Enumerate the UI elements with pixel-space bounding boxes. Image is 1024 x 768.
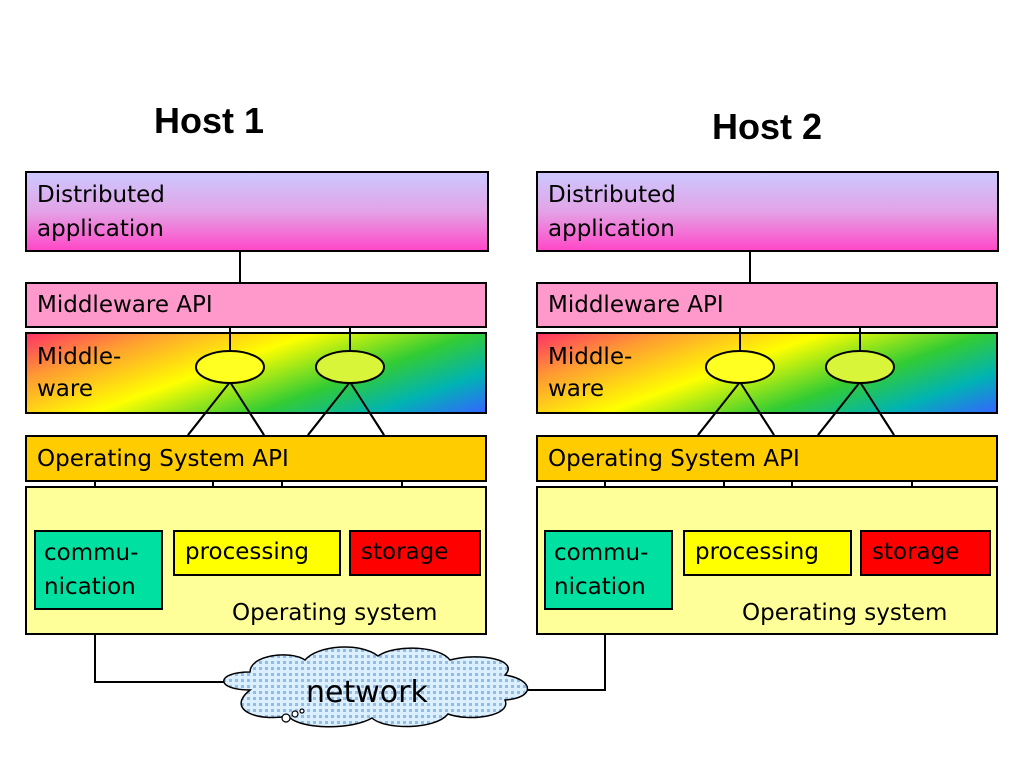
host2-title: Host 2 [712, 106, 823, 147]
host1-middleware-label-line1: Middle- [37, 344, 122, 370]
host2-processing-box: processing [683, 530, 852, 576]
host2-middleware-label-line2: ware [548, 376, 605, 402]
host2-communication-box: commu- nication [544, 530, 673, 610]
host2-operating-system-label: Operating system [742, 600, 948, 626]
host1-application-layer: Distributed application [25, 171, 489, 252]
host2-application-label-line2: application [548, 216, 675, 242]
host1-communication-box: commu- nication [34, 530, 163, 610]
host1-storage-box: storage [349, 530, 481, 576]
host1-middleware-api-layer: Middleware API [25, 282, 487, 328]
host2-storage-box: storage [860, 530, 991, 576]
host1-communication-label-line2: nication [44, 574, 136, 600]
host2-processing-label: processing [695, 539, 819, 565]
host1-processing-box: processing [173, 530, 341, 576]
host2-middleware-api-layer: Middleware API [536, 282, 998, 328]
host1-operating-system-label: Operating system [232, 600, 438, 626]
host2-middleware-label-line1: Middle- [548, 344, 633, 370]
host1-os-api-label: Operating System API [37, 446, 289, 472]
cloud-icon [223, 646, 528, 728]
host2-communication-label-line2: nication [554, 574, 646, 600]
host1-processing-label: processing [185, 539, 309, 565]
host1-title: Host 1 [154, 100, 265, 141]
network-label: network [306, 675, 428, 710]
host2-storage-label: storage [872, 539, 960, 565]
host2-application-label-line1: Distributed [548, 182, 676, 208]
host1-storage-label: storage [361, 539, 449, 565]
host2-os-api-label: Operating System API [548, 446, 800, 472]
host2-communication-label-line1: commu- [554, 540, 649, 566]
host1-os-api-layer: Operating System API [25, 435, 487, 482]
host1-application-label-line1: Distributed [37, 182, 165, 208]
host1-application-label-line2: application [37, 216, 164, 242]
host1-communication-label-line1: commu- [44, 540, 139, 566]
host1-middleware-label-line2: ware [37, 376, 94, 402]
host2-application-layer: Distributed application [536, 171, 999, 252]
host2-middleware-api-label: Middleware API [548, 292, 724, 318]
host2-os-api-layer: Operating System API [536, 435, 998, 482]
host1-middleware-api-label: Middleware API [37, 292, 213, 318]
